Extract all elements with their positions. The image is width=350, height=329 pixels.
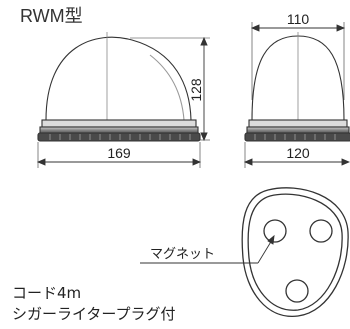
front-top-dimension — [250, 22, 346, 100]
dimension-front-top: 110 — [287, 11, 310, 27]
front-base — [244, 132, 350, 142]
bottom-outline-inner — [247, 193, 343, 311]
dimension-side-length: 169 — [107, 145, 131, 161]
side-length-dimension — [36, 142, 202, 168]
front-base-hatch — [254, 134, 336, 140]
bottom-outline-outer — [241, 187, 349, 317]
front-band-top — [248, 119, 348, 128]
dimension-height: 128 — [188, 78, 204, 102]
model-title: RWM型 — [20, 6, 83, 26]
front-view — [244, 32, 350, 142]
side-band-mid — [39, 126, 199, 134]
cord-label: コード4m — [12, 284, 81, 302]
magnet-upper-left — [263, 219, 287, 243]
magnet-upper-right — [309, 219, 333, 243]
magnet-label: マグネット — [150, 247, 215, 262]
bottom-view — [241, 187, 349, 317]
side-band-top — [41, 119, 197, 128]
magnet-leader — [140, 234, 275, 264]
side-dome-shade — [149, 54, 185, 121]
side-dome — [45, 36, 192, 121]
front-bottom-dimension — [243, 142, 350, 168]
dimension-front-bottom: 120 — [286, 145, 310, 161]
side-base — [37, 132, 201, 142]
height-dimension — [130, 36, 210, 142]
magnet-bottom — [285, 279, 309, 303]
side-base-hatch — [49, 134, 191, 140]
plug-label: シガーライタープラグ付 — [12, 305, 176, 323]
front-band-mid — [246, 126, 350, 134]
side-view — [37, 32, 201, 142]
